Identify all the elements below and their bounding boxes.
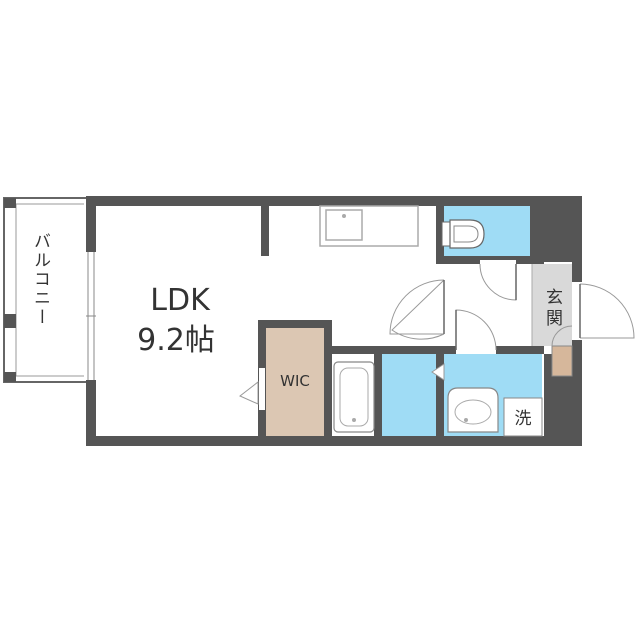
entrance-label: 玄関 xyxy=(542,288,562,330)
balcony: バルコニー xyxy=(3,197,91,383)
wic-label: WIC xyxy=(280,372,310,390)
balcony-label: バルコニー xyxy=(30,232,50,327)
laundry-label: 洗 xyxy=(515,409,532,429)
entrance-area: 玄関 xyxy=(531,264,635,377)
toilet-room xyxy=(441,206,530,256)
ldk-label: LDK xyxy=(150,283,211,318)
ldk-room: LDK 9.2帖 xyxy=(137,283,215,358)
washroom: 洗 xyxy=(431,354,543,437)
wic-room: WIC xyxy=(239,328,324,436)
ldk-size-label: 9.2帖 xyxy=(137,323,215,358)
bathroom xyxy=(332,354,436,436)
balcony-window xyxy=(86,252,96,380)
kitchen-counter xyxy=(319,205,419,247)
hallway-doors xyxy=(389,260,517,354)
